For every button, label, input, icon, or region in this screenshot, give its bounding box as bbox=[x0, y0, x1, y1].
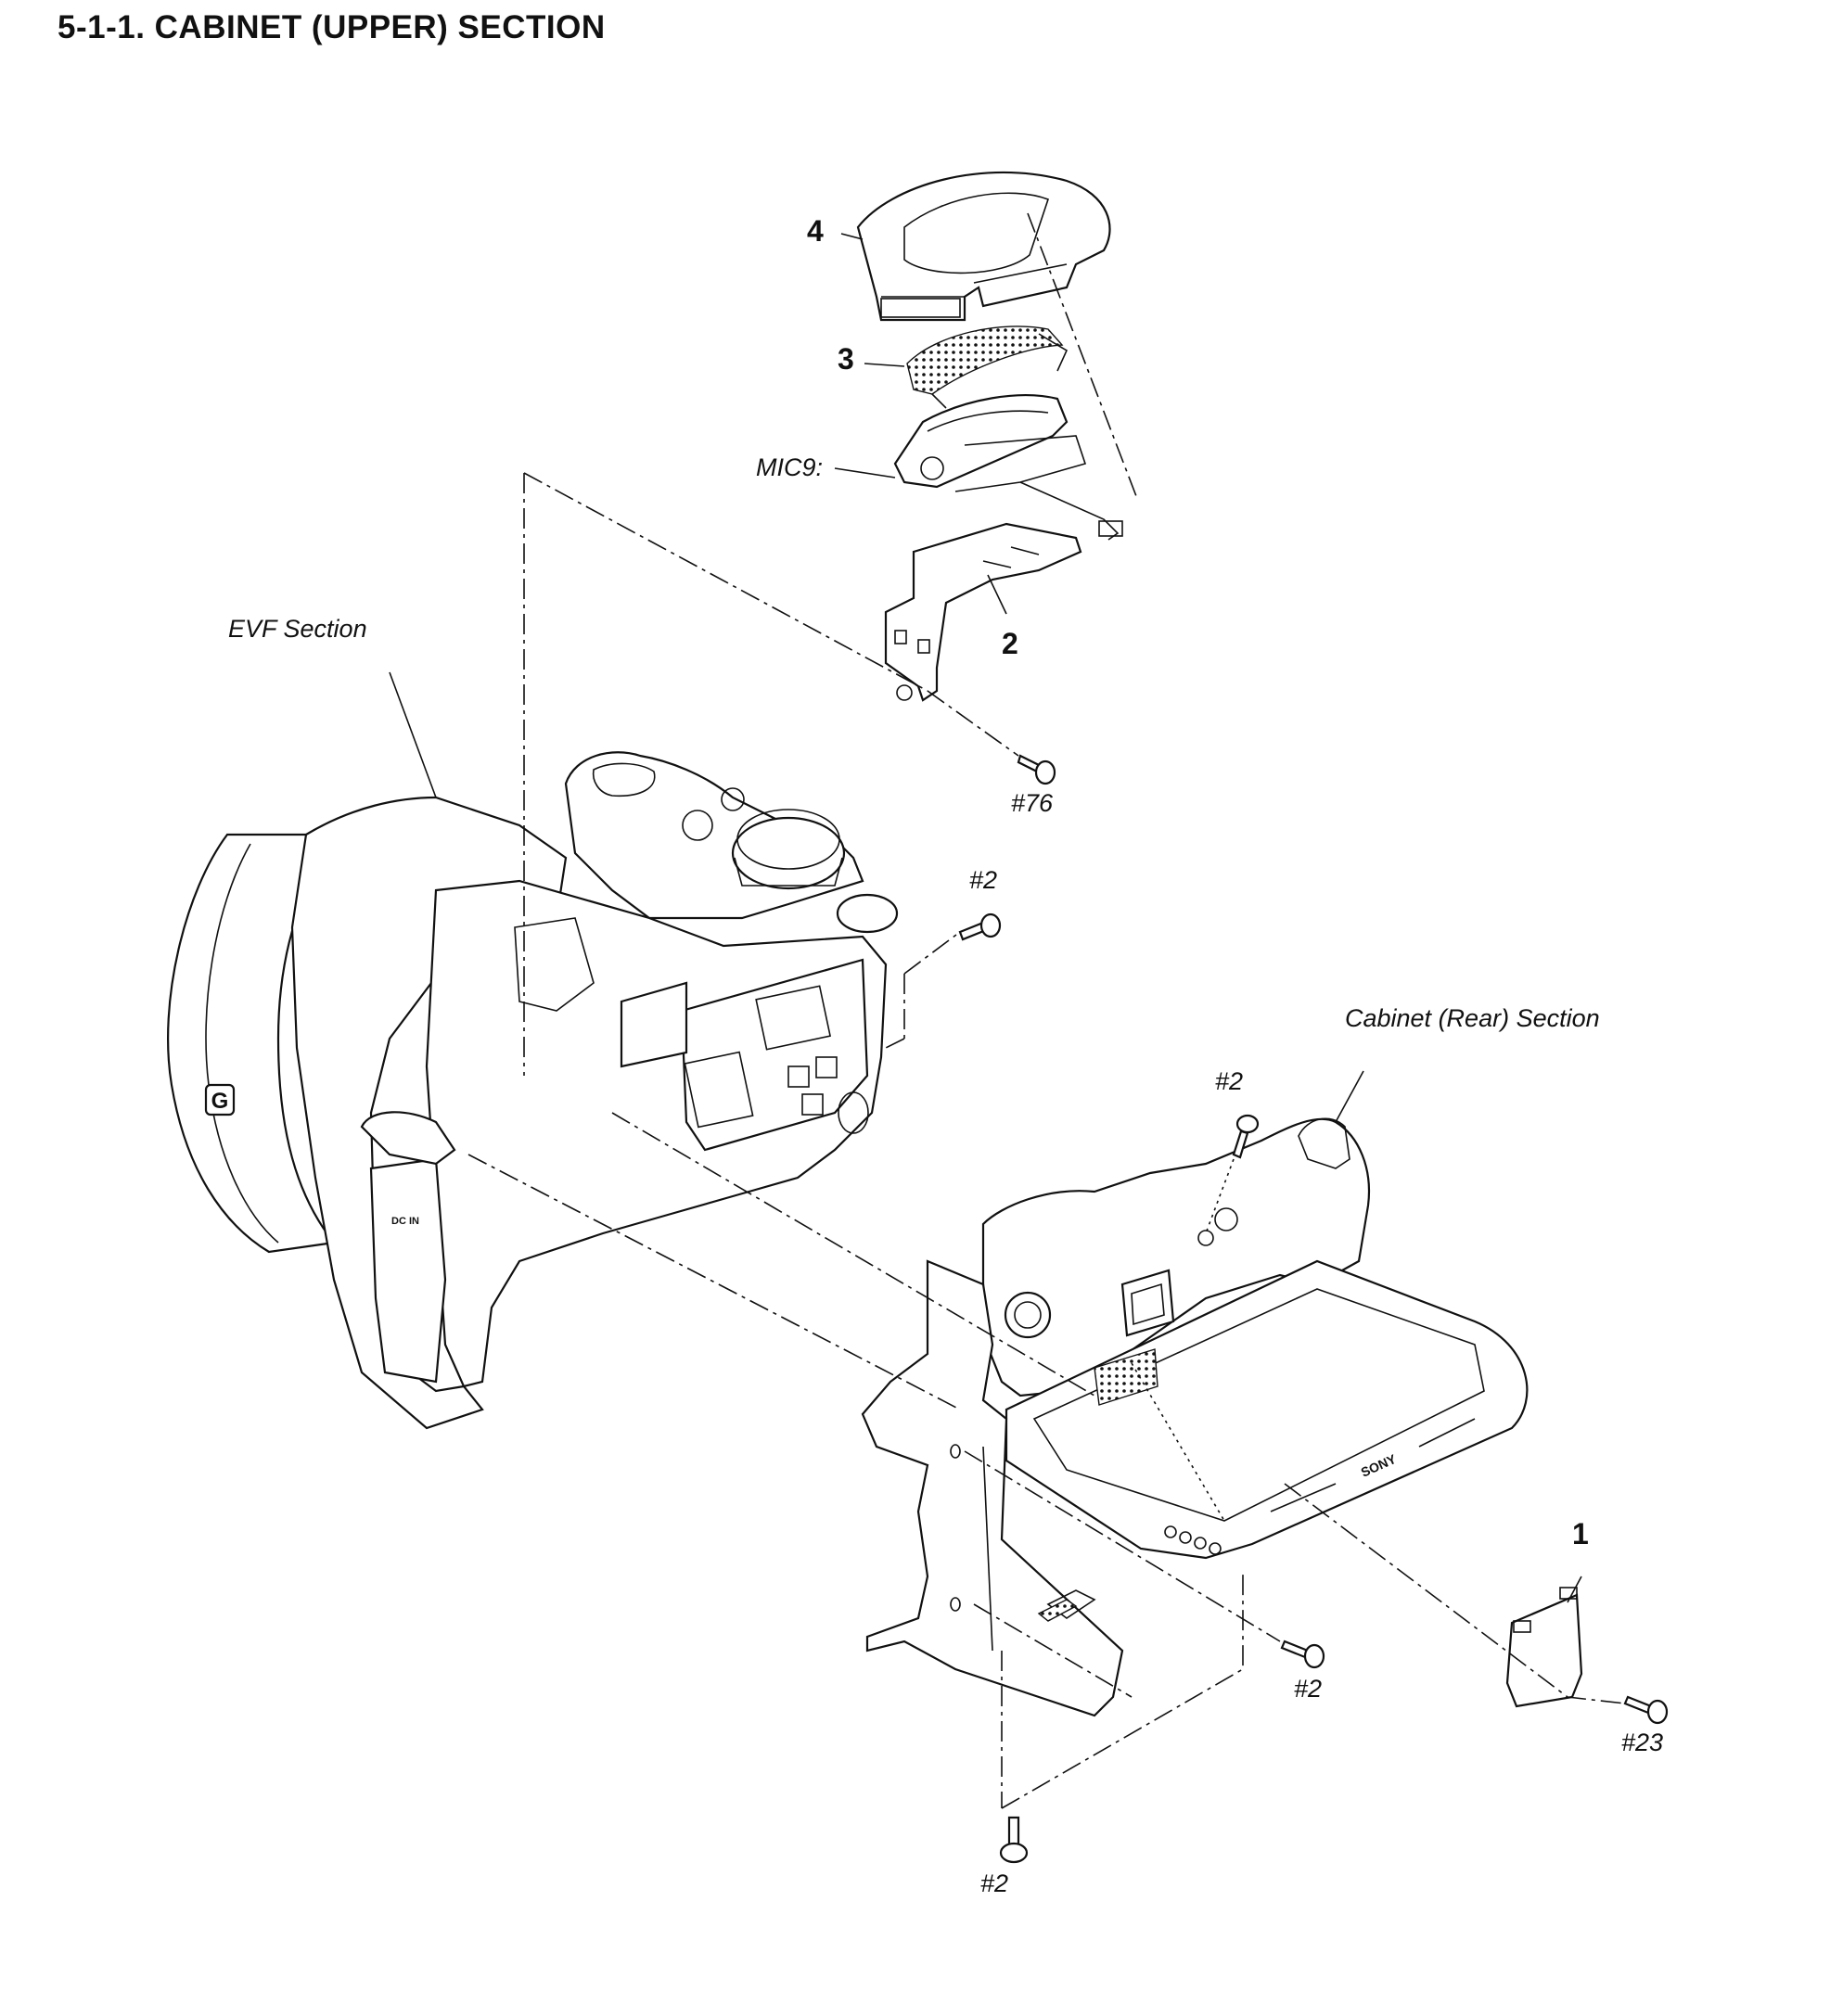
callout-screw-23: #23 bbox=[1621, 1729, 1663, 1756]
g-logo: G bbox=[211, 1089, 229, 1114]
screw-2-top bbox=[958, 912, 1002, 941]
page-title: 5-1-1. CABINET (UPPER) SECTION bbox=[58, 9, 606, 45]
screw-2-bottom bbox=[999, 1816, 1029, 1864]
screw-2-right bbox=[1280, 1640, 1325, 1669]
callout-cabinet-rear-section: Cabinet (Rear) Section bbox=[1345, 1004, 1600, 1032]
screw-76 bbox=[1017, 754, 1056, 785]
part-3-mesh-grille bbox=[906, 325, 1069, 409]
callout-evf-section: EVF Section bbox=[228, 615, 367, 643]
callout-part-2: 2 bbox=[1002, 627, 1018, 660]
callout-screw-2-top: #2 bbox=[969, 866, 997, 894]
part-1-cover bbox=[1505, 1587, 1583, 1708]
cabinet-rear-section: SONY bbox=[861, 1117, 1529, 1717]
camera-main-body: G DC IN bbox=[167, 751, 899, 1430]
part-2-bracket bbox=[884, 522, 1082, 702]
screw-23 bbox=[1623, 1695, 1669, 1725]
callout-mic9: MIC9: bbox=[756, 453, 823, 481]
mic-holder-assembly bbox=[893, 394, 1123, 541]
leader-lines bbox=[389, 233, 1582, 1603]
callout-part-4: 4 bbox=[807, 214, 824, 248]
callout-screw-2-right: #2 bbox=[1294, 1675, 1322, 1703]
part-4-top-cover bbox=[856, 171, 1111, 322]
callout-part-1: 1 bbox=[1572, 1517, 1589, 1550]
screw-2-mid bbox=[1232, 1114, 1260, 1159]
callout-screw-2-bottom: #2 bbox=[980, 1869, 1008, 1897]
assembly-lines bbox=[467, 212, 1626, 1809]
callout-screw-76: #76 bbox=[1011, 789, 1054, 817]
dc-in-mark: DC IN bbox=[391, 1216, 419, 1227]
callout-part-3: 3 bbox=[838, 342, 854, 376]
callout-screw-2-mid: #2 bbox=[1215, 1067, 1243, 1095]
